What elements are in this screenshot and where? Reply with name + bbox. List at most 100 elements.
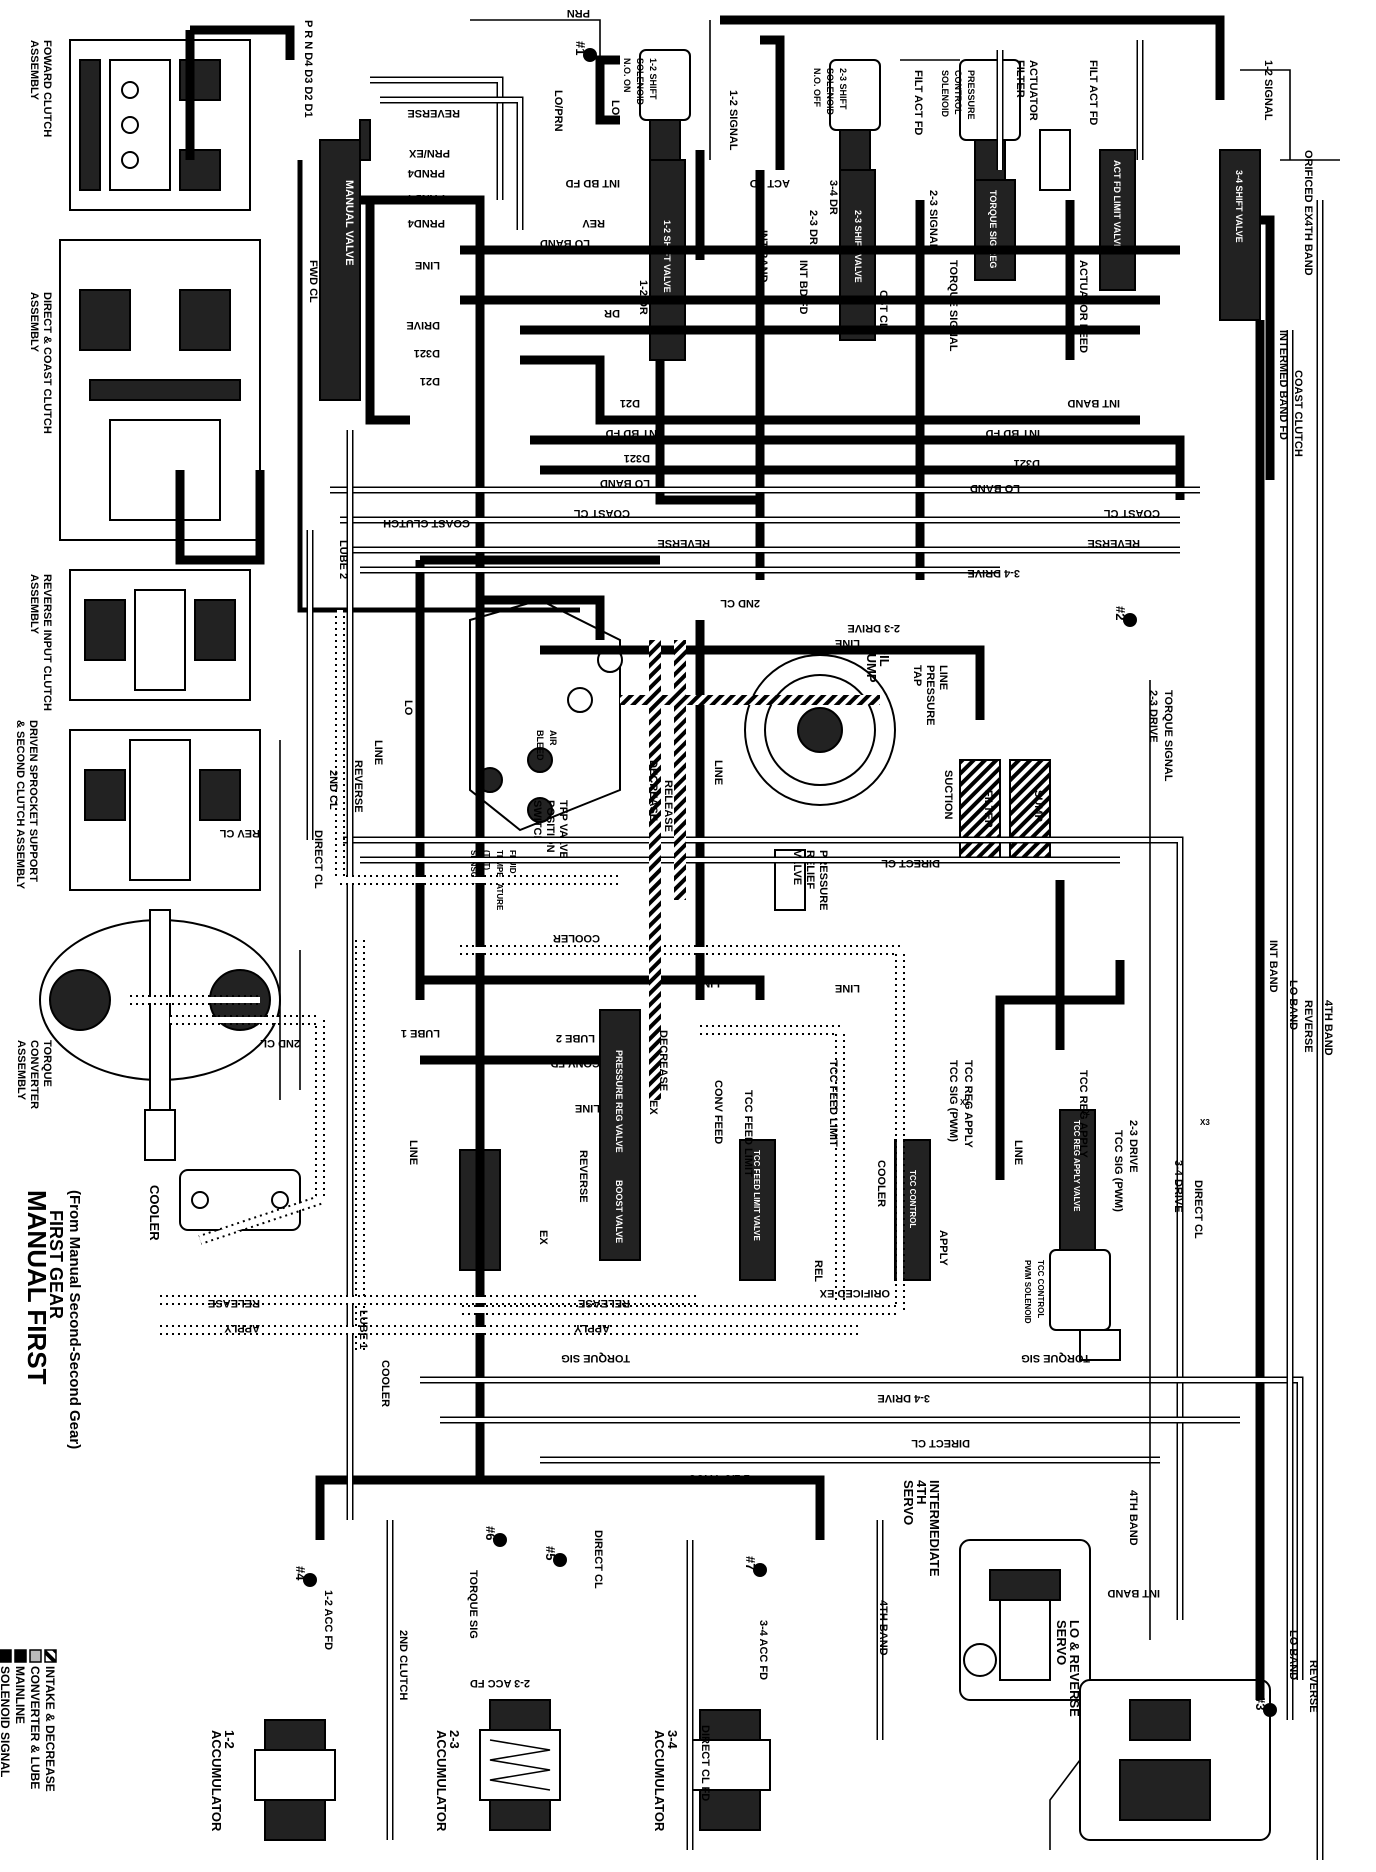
passage-label-acc-34-fd: 3-4 ACC FD (757, 1620, 769, 1680)
svg-text:1-2 SHIFT VALVE: 1-2 SHIFT VALVE (662, 220, 672, 293)
direct-coast-clutch-label-text: DIRECT & COAST CLUTCHASSEMBLY (28, 292, 53, 434)
passage-label-clutch-2nd: 2ND CLUTCH (397, 1630, 409, 1700)
torque-sig-reg-label: TORQUE SIG REG (988, 190, 998, 268)
passage-label-line: LINE (835, 982, 860, 994)
passage-label-cooler: COOLER (875, 1160, 887, 1207)
legend-item: MAINLINE (13, 1649, 27, 1724)
passage-label-decrease: DECREASE (647, 760, 659, 821)
passage-label-int-band: INT BAND (1067, 397, 1120, 409)
checkball-label: #2 (1113, 606, 1128, 620)
passage-label-int-bd-fd: INT BD FD (606, 427, 660, 439)
passage-label-line: LINE (1012, 1140, 1024, 1165)
legend-swatch (29, 1649, 42, 1663)
passage-label-reverse: REVERSE (1087, 537, 1140, 549)
solenoid-12 (639, 49, 691, 161)
passage-label-band-4th: 4TH BAND (877, 1600, 889, 1656)
passage-label-d21: D21 (420, 375, 440, 387)
passage-label-lo-prn: LO/PRN (552, 90, 564, 132)
passage-label-band-4th: 4TH BAND (1302, 220, 1314, 276)
passage-label-d321: D321 (624, 452, 650, 464)
passage-label-direct-cl: DIRECT CL (911, 1437, 970, 1449)
passage-label-apply: APPLY (574, 1322, 610, 1334)
svg-text:PRESSURE REG VALVE: PRESSURE REG VALVE (614, 1050, 624, 1153)
passage-label-dr-23: 2-3 DR (807, 210, 819, 245)
passage-label-filt-act-fd: FILT ACT FD (1087, 60, 1099, 125)
act-fd-limit-valve (1099, 149, 1136, 291)
passage-label-coast-clutch: COAST CLUTCH (1292, 370, 1304, 457)
torque-sig-reg-valve (974, 179, 1016, 281)
passage-label-acc-12-fd: 1-2 ACC FD (322, 1590, 334, 1650)
svg-text:3-4 SHIFT VALVE: 3-4 SHIFT VALVE (1234, 170, 1244, 243)
shift-valve-23 (839, 169, 876, 341)
passage-label-cooler: COOLER (379, 1360, 391, 1407)
checkball-label: #4 (293, 1566, 308, 1581)
checkball-marker (753, 1563, 767, 1577)
svg-text:ACT FD LIMIT VALVE: ACT FD LIMIT VALVE (1112, 160, 1122, 250)
extra-label: TORQUE SIG (467, 1570, 479, 1639)
boost-valve-label: BOOST VALVE (614, 1180, 624, 1243)
passage-label-rev: REV (582, 217, 605, 229)
passage-label-int-band: INT BAND (1107, 1587, 1160, 1599)
lo-reverse-servo (1049, 1679, 1271, 1850)
passage-label-conv-feed: CONV FEED (712, 1080, 724, 1144)
passage-label-torque-signal: TORQUE SIGNAL (947, 260, 959, 352)
lo-reverse-servo-label-text: LO & REVERSESERVO (1054, 1620, 1082, 1717)
passage-label-apply: APPLY (224, 1322, 260, 1334)
passage-label-prn: PRN (567, 7, 590, 19)
pressure-reg-valve (599, 1009, 641, 1261)
passage-label-tcc-sig-pwm: TCC SIG (PWM) (947, 1060, 959, 1142)
checkball-marker (1263, 1703, 1277, 1717)
checkball-label: #1 (573, 41, 588, 55)
passage-label-reverse: REVERSE (407, 107, 460, 119)
solenoid-23 (829, 59, 881, 171)
passage-label-coast-cl: COAST CL (1104, 507, 1161, 519)
passage-label-int-band: INT BAND (757, 230, 769, 283)
passage-label-int-bd-fd: INT BD FD (566, 177, 620, 189)
passage-label-reverse: REVERSE (1302, 1000, 1314, 1053)
passage-label-release: RELEASE (662, 780, 674, 832)
line-pressure-tap-label-text: LINEPRESSURETAP (911, 665, 949, 726)
passage-label-line: LINE (835, 637, 860, 649)
passage-label-dr: DR (604, 307, 620, 319)
passage-label-signal-12: 1-2 SIGNAL (727, 90, 739, 151)
filter-label: FILTER (982, 790, 994, 828)
legend-item: SOLENOID SIGNAL (0, 1649, 12, 1777)
accumulator-23 (479, 1699, 561, 1831)
passage-label-prnd4: PRND4 (407, 217, 445, 229)
passage-label-drive-34: 3-4 DRIVE (967, 567, 1020, 579)
accumulator-23-label: 2-3ACCUMULATOR (434, 1730, 462, 1832)
title-line-1: MANUAL FIRST (22, 1190, 52, 1385)
passages (130, 15, 1340, 1860)
passage-label-coast-clutch: COAST CLUTCH (383, 517, 470, 529)
accumulator-12-label: 1-2ACCUMULATOR (209, 1730, 237, 1832)
passage-label-decrease: DECREASE (657, 1030, 669, 1091)
extra-label: EX (647, 1100, 659, 1115)
reverse-input-clutch-label: REVERSE INPUT CLUTCHASSEMBLY (28, 574, 53, 711)
passage-label-lube-1: LUBE 1 (401, 1027, 440, 1039)
pcs-label: PRESSURECONTROLSOLENOID (940, 70, 976, 120)
passage-label-drive-34: 3-4 DRIVE (1172, 1160, 1184, 1213)
legend-swatch (14, 1649, 27, 1663)
passage-label-direct-cl: DIRECT CL (1192, 1180, 1204, 1239)
legend-swatch (0, 1649, 12, 1663)
torque-converter-label: TORQUECONVERTERASSEMBLY (15, 1040, 53, 1109)
tfp-switch-label: TFP VALVEPOSITIONSWITCH (531, 800, 569, 859)
passage-label-tcc-feed-limit: TCC FEED LIMIT (742, 1090, 754, 1177)
passage-label-torque-sig: TORQUE SIG (1021, 1352, 1090, 1364)
passage-label-reverse: REVERSE (352, 760, 364, 813)
shift-valve-12-label: 1-2 SHIFT VALVE (662, 220, 672, 293)
sump-label: SUMP (1032, 790, 1044, 822)
torque-converter-drawing (39, 909, 281, 1161)
checkball-marker (583, 48, 597, 62)
direct-coast-clutch-drawing (59, 239, 261, 541)
svg-text:P R N D4 D3 D2 D1: P R N D4 D3 D2 D1 (302, 20, 314, 118)
legend-label: INTAKE & DECREASE (43, 1666, 57, 1792)
passage-label-fwd-cl: FWD CL (307, 260, 319, 303)
legend-swatch (44, 1649, 57, 1663)
driven-sprocket-drawing (69, 729, 261, 891)
passage-label-act-fd: ACT FD (750, 177, 790, 189)
passage-label-direct-cl: DIRECT CL (312, 830, 324, 889)
checkball-label: #5 (543, 1546, 558, 1560)
